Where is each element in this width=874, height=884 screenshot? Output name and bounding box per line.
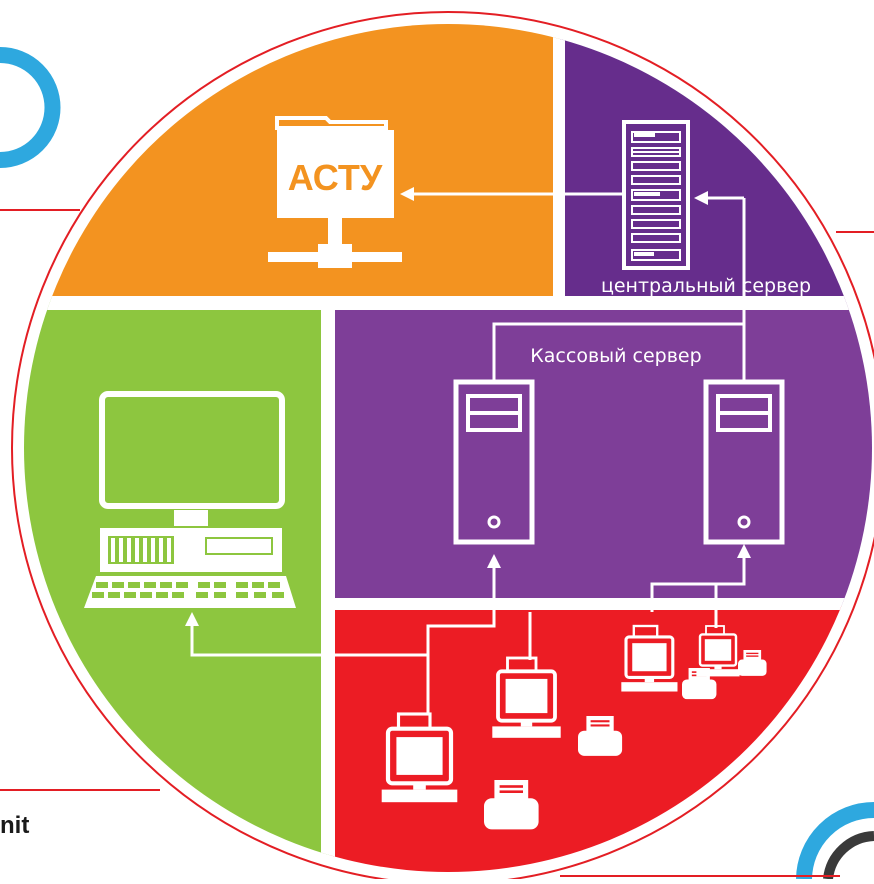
- arrow-server-to-folder: [400, 187, 624, 201]
- central-server-label: центральный сервер: [601, 275, 811, 297]
- circle-outline: [11, 11, 874, 884]
- folder-label: АСТУ: [288, 157, 383, 198]
- grey-ring-decoration: [823, 831, 874, 880]
- blue-ring-decoration: [0, 47, 61, 168]
- link-cash-to-central: [492, 191, 746, 382]
- arrow-to-desktop: [185, 612, 430, 714]
- arrow-to-cash-server-2: [650, 544, 751, 628]
- arrow-to-cash-server-1: [426, 554, 532, 660]
- desktop-computer-icon: [84, 391, 296, 608]
- left-edge-text: nit: [0, 812, 30, 839]
- blue-ring-decoration-2: [796, 802, 874, 880]
- cash-server-label: Кассовый сервер: [530, 345, 701, 367]
- folder-network-icon: [268, 116, 402, 268]
